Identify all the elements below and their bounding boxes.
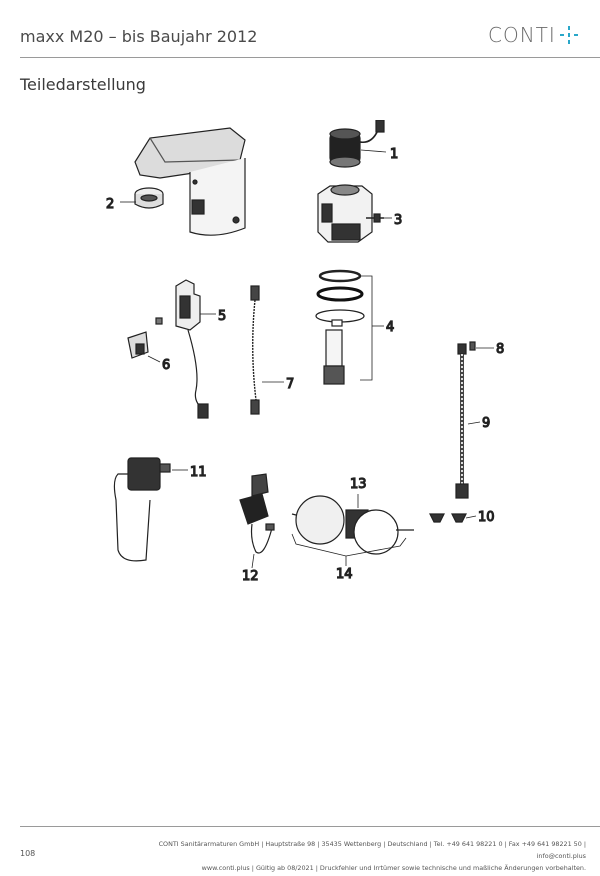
footer-validity-line: www.conti.plus | Gültig ab 08/2021 | Dru… bbox=[201, 864, 586, 872]
callout-14: 14 bbox=[336, 567, 353, 582]
callout-10: 10 bbox=[478, 510, 495, 525]
header-rule bbox=[20, 57, 600, 58]
power-adapter-drawing bbox=[113, 457, 171, 562]
conti-logo: CONTI bbox=[488, 22, 578, 48]
section-title: Teiledarstellung bbox=[20, 75, 146, 94]
sensor-window-drawing bbox=[127, 331, 149, 359]
mounting-set-drawing bbox=[315, 269, 365, 385]
callout-9: 9 bbox=[482, 416, 490, 431]
callout-8: 8 bbox=[496, 342, 504, 357]
callout-7: 7 bbox=[286, 377, 294, 392]
callout-12: 12 bbox=[242, 569, 259, 584]
callout-2: 2 bbox=[106, 197, 114, 212]
callout-11: 11 bbox=[190, 465, 207, 480]
callout-4: 4 bbox=[386, 320, 394, 335]
battery-compartment-drawing bbox=[291, 495, 414, 555]
callout-13: 13 bbox=[350, 477, 367, 492]
battery-box-drawing bbox=[239, 473, 275, 554]
aerator-drawing bbox=[134, 187, 164, 209]
footer-text: CONTI Sanitärarmaturen GmbH | Hauptstraß… bbox=[116, 838, 586, 874]
faucet-body-drawing bbox=[134, 127, 246, 236]
control-electronics-drawing bbox=[155, 279, 209, 419]
page-number: 108 bbox=[20, 849, 36, 858]
callout-leaders bbox=[120, 149, 494, 569]
conti-plus-icon bbox=[559, 26, 578, 44]
callout-3: 3 bbox=[394, 213, 402, 228]
exploded-parts-drawing: 1 2 3 4 5 6 7 8 9 10 11 12 13 14 bbox=[105, 120, 505, 585]
callout-5: 5 bbox=[218, 309, 226, 324]
brand-name: CONTI bbox=[488, 23, 556, 47]
callout-1: 1 bbox=[390, 147, 398, 162]
footer-company-line: CONTI Sanitärarmaturen GmbH | Hauptstraß… bbox=[158, 840, 586, 860]
valve-housing-drawing bbox=[317, 184, 384, 243]
flexible-hose-drawing bbox=[455, 341, 476, 499]
footer-rule bbox=[20, 826, 600, 827]
document-title: maxx M20 – bis Baujahr 2012 bbox=[20, 27, 258, 46]
fittings-drawing bbox=[429, 513, 467, 523]
callout-6: 6 bbox=[162, 358, 170, 373]
cable-drawing bbox=[250, 285, 260, 415]
solenoid-valve-drawing bbox=[329, 120, 385, 168]
